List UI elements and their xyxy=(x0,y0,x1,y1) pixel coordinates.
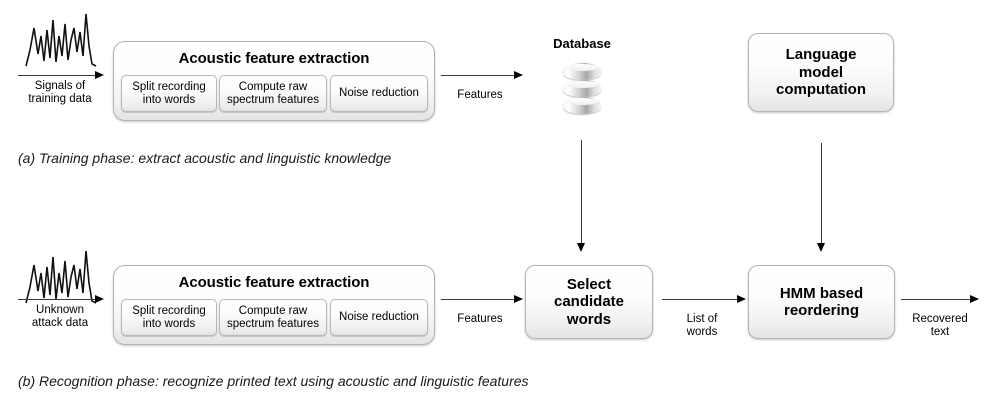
recognition-step-compute-spectrum[interactable]: Compute raw spectrum features xyxy=(219,299,327,336)
database-icon xyxy=(563,63,601,118)
recognition-phase-caption: (b) Recognition phase: recognize printed… xyxy=(18,373,529,389)
training-phase-caption: (a) Training phase: extract acoustic and… xyxy=(18,150,392,166)
recognition-step-split-recording[interactable]: Split recording into words xyxy=(121,299,217,336)
training-features-arrow xyxy=(441,71,523,81)
language-model-label: Language model computation xyxy=(776,46,866,99)
recognition-input-label: Unknown attack data xyxy=(31,304,89,330)
hmm-based-reordering-label: HMM based reordering xyxy=(779,284,864,319)
training-afe-title: Acoustic feature extraction xyxy=(178,50,370,67)
hmm-based-reordering-box[interactable]: HMM based reordering xyxy=(748,265,895,339)
recognition-features-arrow xyxy=(441,295,523,305)
database-to-select-arrow xyxy=(577,140,587,252)
training-features-label: Features xyxy=(457,89,503,101)
recognition-features-label: Features xyxy=(457,313,503,325)
recognition-step-noise-reduction[interactable]: Noise reduction xyxy=(330,299,428,336)
recognition-acoustic-feature-extraction[interactable]: Acoustic feature extraction Split record… xyxy=(113,265,435,345)
training-step-split-recording[interactable]: Split recording into words xyxy=(121,75,217,112)
training-acoustic-feature-extraction[interactable]: Acoustic feature extraction Split record… xyxy=(113,41,435,121)
training-input-arrow xyxy=(18,71,104,81)
language-model-computation-box[interactable]: Language model computation xyxy=(748,33,894,112)
select-candidate-words-label: Select candidate words xyxy=(553,275,625,328)
recovered-text-arrow xyxy=(901,295,979,305)
training-input-label: Signals of training data xyxy=(28,80,92,106)
recovered-text-label: Recovered text xyxy=(912,313,968,339)
waveform-icon xyxy=(25,250,97,304)
list-of-words-arrow xyxy=(662,295,746,305)
list-of-words-label: List of words xyxy=(686,313,718,339)
training-step-compute-spectrum[interactable]: Compute raw spectrum features xyxy=(219,75,327,112)
training-step-noise-reduction[interactable]: Noise reduction xyxy=(330,75,428,112)
recognition-input-arrow xyxy=(18,295,104,305)
recognition-afe-title: Acoustic feature extraction xyxy=(178,274,370,291)
waveform-icon xyxy=(25,13,97,67)
database-label: Database xyxy=(553,36,611,51)
select-candidate-words-box[interactable]: Select candidate words xyxy=(525,265,653,339)
language-model-to-hmm-arrow xyxy=(817,143,827,252)
